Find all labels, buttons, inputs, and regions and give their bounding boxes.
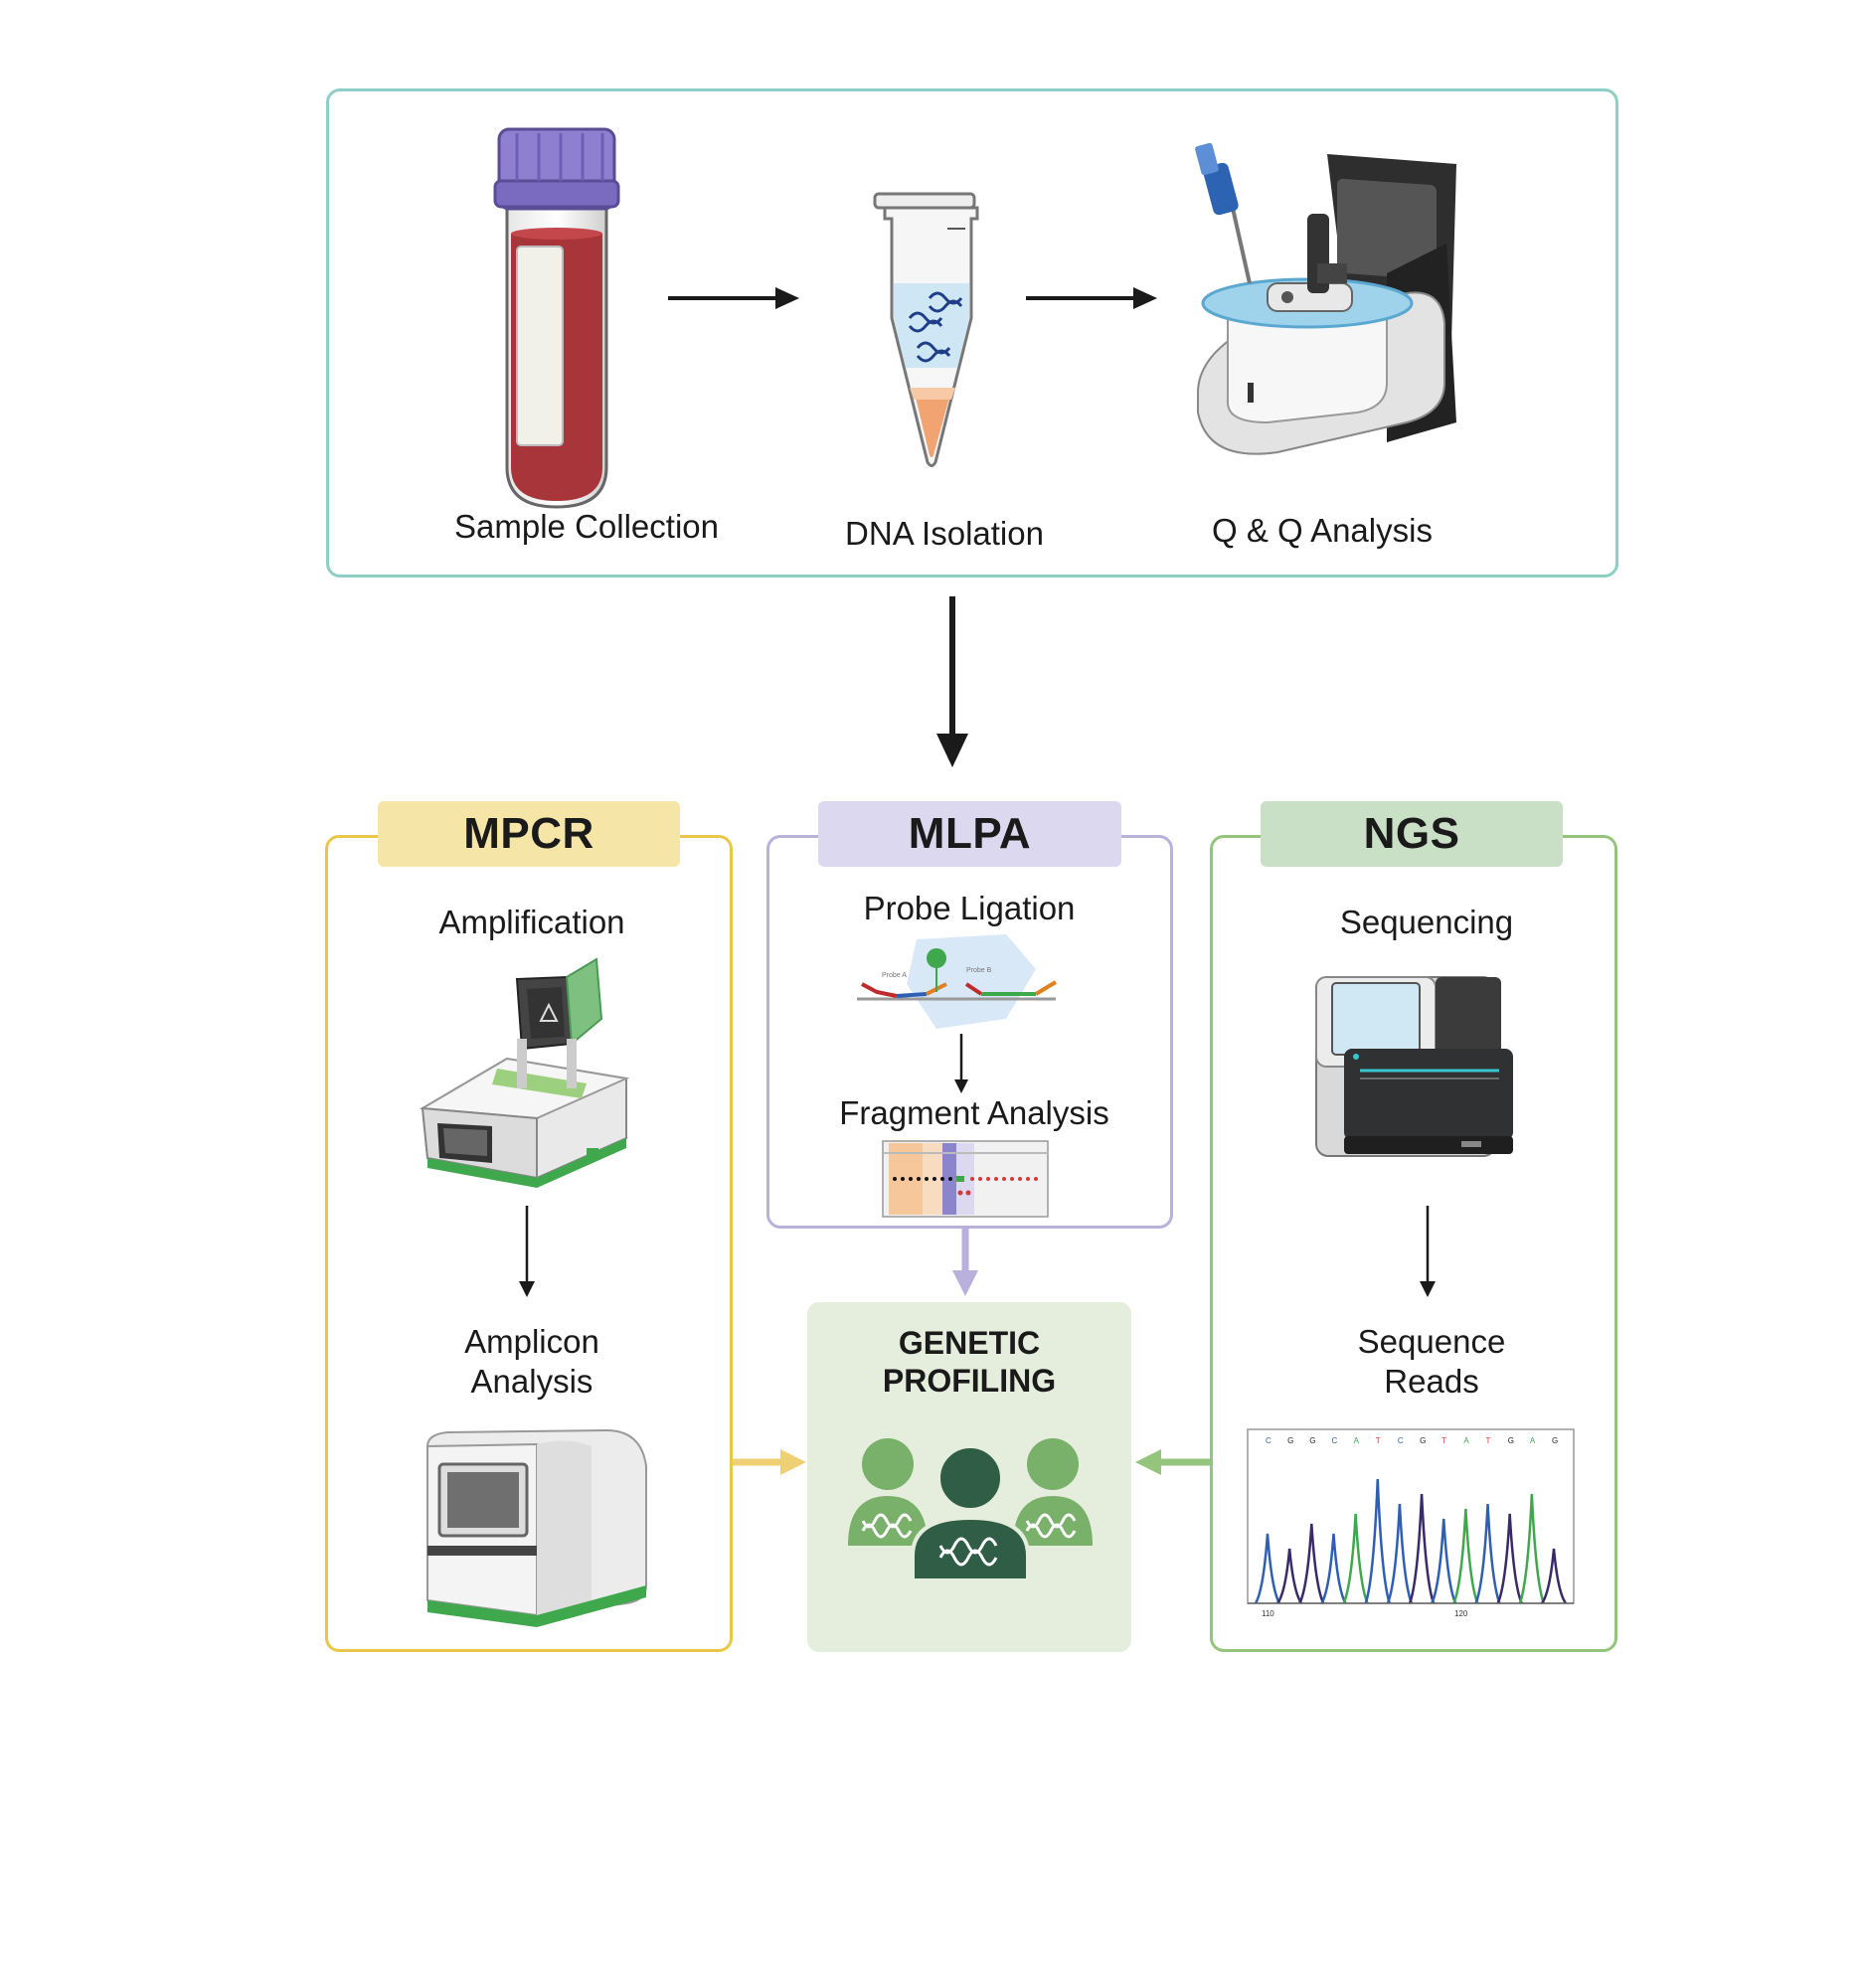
base-letter: G xyxy=(1309,1436,1315,1445)
arrow-down-icon xyxy=(936,596,968,767)
fragment-analysis-label: Fragment Analysis xyxy=(839,1094,1109,1131)
arrow-down-icon xyxy=(519,1206,535,1297)
population-genetics-icon xyxy=(848,1438,1093,1582)
chromatogram-peak xyxy=(1518,1493,1546,1604)
spectrophotometer-icon xyxy=(1195,142,1456,455)
base-letter: C xyxy=(1266,1436,1271,1445)
sequence-reads-line1: Sequence xyxy=(1357,1323,1506,1360)
amplification-label: Amplification xyxy=(438,904,625,940)
arrow-down-icon xyxy=(954,1034,968,1093)
chromatogram-peak xyxy=(1452,1508,1479,1604)
fragment-analyzer-icon xyxy=(425,1428,647,1627)
chromatogram-peak xyxy=(1540,1548,1568,1604)
chromatogram-peak xyxy=(1474,1503,1501,1604)
amplicon-analysis-label: Amplicon Analysis xyxy=(388,1322,676,1401)
base-letter: C xyxy=(1331,1436,1337,1445)
base-letter: G xyxy=(1287,1436,1293,1445)
base-letter: T xyxy=(1376,1436,1381,1445)
probe-a-text: Probe A xyxy=(882,972,907,979)
sequence-reads-line2: Reads xyxy=(1384,1362,1479,1400)
dna-isolation-label: DNA Isolation xyxy=(845,515,1044,552)
chromatogram-icon: C G G C A T C G T A T G A G 110 120 xyxy=(1247,1428,1575,1618)
qq-analysis-label: Q & Q Analysis xyxy=(1212,512,1433,549)
genetic-profiling-line1: GENETIC xyxy=(898,1325,1041,1361)
arrow-left-icon xyxy=(1135,1449,1210,1475)
probe-ligation-icon: Probe A Probe B xyxy=(857,934,1058,1029)
chromatogram-peak xyxy=(1298,1523,1325,1604)
chromatogram-peak xyxy=(1342,1513,1369,1604)
base-letter: T xyxy=(1441,1436,1446,1445)
microtube-icon xyxy=(873,192,979,467)
amplicon-analysis-line2: Analysis xyxy=(470,1362,593,1400)
arrow-right-icon xyxy=(668,287,799,309)
genetic-profiling-title: GENETIC PROFILING xyxy=(807,1324,1131,1401)
probe-ligation-label: Probe Ligation xyxy=(863,890,1076,926)
arrow-right-icon xyxy=(733,1449,806,1475)
base-letter: A xyxy=(1463,1436,1469,1445)
blood-tube-icon xyxy=(493,127,620,509)
amplicon-analysis-line1: Amplicon xyxy=(464,1323,599,1360)
chromatogram-peak xyxy=(1254,1533,1281,1604)
sequencer-icon xyxy=(1315,976,1513,1157)
thermocycler-icon xyxy=(419,957,630,1188)
base-letter: G xyxy=(1420,1436,1426,1445)
fragment-analysis-icon xyxy=(882,1140,1049,1218)
sequencing-label: Sequencing xyxy=(1339,904,1514,940)
base-letter: C xyxy=(1398,1436,1404,1445)
chromatogram-peak xyxy=(1276,1548,1303,1604)
chromatogram-peak xyxy=(1496,1513,1523,1604)
base-letter: A xyxy=(1354,1436,1360,1445)
genetic-profiling-line2: PROFILING xyxy=(882,1363,1057,1400)
base-letter: A xyxy=(1530,1436,1536,1445)
base-letter: G xyxy=(1552,1436,1558,1445)
chromatogram-peak xyxy=(1386,1503,1414,1604)
mpcr-title-tab: MPCR xyxy=(378,801,680,867)
tick-label-110: 110 xyxy=(1262,1609,1274,1618)
chromatogram-peak xyxy=(1431,1518,1457,1604)
arrow-down-icon xyxy=(952,1229,978,1296)
sample-collection-label: Sample Collection xyxy=(454,508,719,545)
ngs-title-tab: NGS xyxy=(1261,801,1563,867)
base-letter: G xyxy=(1508,1436,1514,1445)
chromatogram-peak xyxy=(1320,1533,1347,1604)
chromatogram-peak xyxy=(1364,1478,1391,1604)
tick-label-120: 120 xyxy=(1454,1609,1468,1618)
chromatogram-peak xyxy=(1408,1493,1436,1604)
arrow-right-icon xyxy=(1026,287,1157,309)
arrow-down-icon xyxy=(1420,1206,1436,1297)
sequence-reads-label: Sequence Reads xyxy=(1277,1322,1586,1401)
mlpa-title-tab: MLPA xyxy=(818,801,1121,867)
probe-b-text: Probe B xyxy=(966,967,992,974)
base-letter: T xyxy=(1486,1436,1491,1445)
